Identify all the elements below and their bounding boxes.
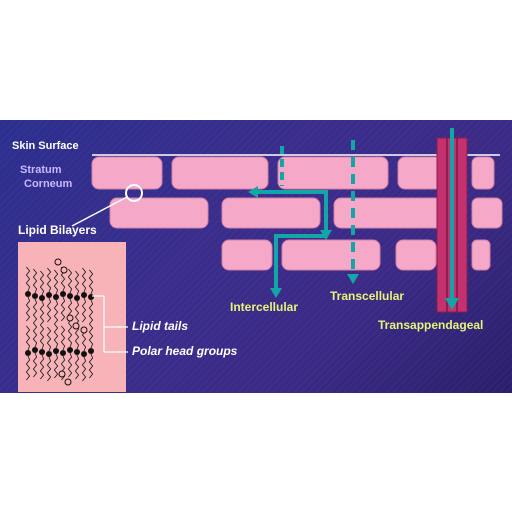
lipid-tail <box>25 355 31 381</box>
lipid-tail <box>53 299 59 325</box>
lipid-ring <box>66 314 74 322</box>
corneocyte-cell <box>471 156 495 190</box>
corneocyte-cell <box>171 156 269 190</box>
corneocyte-cell <box>471 239 491 271</box>
intercellular-arrow <box>274 234 326 288</box>
lipid-tail <box>74 270 80 296</box>
corneocyte-cell <box>91 156 163 190</box>
lipid-ring <box>58 370 66 378</box>
lipid-tail <box>53 323 59 349</box>
lipid-tail <box>74 300 80 326</box>
lipid-tail <box>46 326 52 352</box>
transcellular-label: Transcellular <box>330 289 405 303</box>
lipid-tail <box>39 300 45 326</box>
lipid-ring <box>80 326 88 334</box>
lipid-head <box>81 292 87 298</box>
arrow-head-down <box>270 288 282 298</box>
lipid-head <box>25 291 31 297</box>
intercellular-arrow <box>282 190 328 230</box>
lipid-tail <box>81 297 87 323</box>
arrow-head-down <box>445 298 459 310</box>
lipid-head <box>25 350 31 356</box>
lipid-head <box>60 291 66 297</box>
corneum-label: Corneum <box>24 178 73 190</box>
lipid-tail <box>88 269 94 295</box>
lipid-head <box>53 348 59 354</box>
lipid-head <box>81 351 87 357</box>
lipid-bilayers-label: Lipid Bilayers <box>18 223 97 237</box>
skin-surface-label: Skin Surface <box>12 140 79 152</box>
corneocyte-cell <box>277 156 389 190</box>
lipid-head <box>39 295 45 301</box>
lipid-tail <box>67 352 73 378</box>
lipid-tail <box>74 354 80 380</box>
lipid-tail <box>67 322 73 348</box>
lipid-tail <box>32 298 38 324</box>
lipid-head <box>88 294 94 300</box>
lipid-tail <box>39 324 45 350</box>
lipid-ring <box>64 378 72 386</box>
lipid-tail <box>32 268 38 294</box>
lipid-zoom-circle <box>125 184 143 202</box>
lipid-tail <box>32 322 38 348</box>
lipid-tail <box>53 269 59 295</box>
lipid-head <box>74 349 80 355</box>
lipid-tail <box>46 267 52 293</box>
corneocyte-cell <box>109 197 209 229</box>
lipid-ring <box>72 322 80 330</box>
lipid-tail <box>67 268 73 294</box>
lipid-head <box>32 347 38 353</box>
lipid-tail <box>25 325 31 351</box>
transappendageal-label: Transappendageal <box>378 318 484 332</box>
arrow-head-down <box>347 274 359 284</box>
lipid-head <box>39 349 45 355</box>
lipid-tail <box>39 354 45 380</box>
lipid-head <box>46 351 52 357</box>
lipid-head <box>60 350 66 356</box>
lipid-tail <box>81 356 87 382</box>
lipid-tail <box>88 299 94 325</box>
lipid-head <box>67 293 73 299</box>
lipid-ring <box>60 266 68 274</box>
lipid-head <box>46 292 52 298</box>
lipid-tail <box>74 324 80 350</box>
intercellular-label: Intercellular <box>230 300 299 314</box>
lipid-tail <box>60 296 66 322</box>
lipid-tail <box>60 325 66 351</box>
corneocyte-cell <box>281 239 381 271</box>
corneocyte-cell <box>333 197 445 229</box>
lipid-tail <box>25 266 31 292</box>
lipid-tail <box>46 356 52 382</box>
lipid-ring <box>54 258 62 266</box>
lipid-head <box>67 347 73 353</box>
lipid-tail <box>88 323 94 349</box>
lipid-tail <box>81 267 87 293</box>
lipid-tail <box>88 353 94 379</box>
corneocyte-cell <box>221 197 321 229</box>
lipid-head <box>53 294 59 300</box>
corneocyte-cell <box>395 239 437 271</box>
lipid-tail <box>53 353 59 379</box>
lipid-head <box>74 295 80 301</box>
lipid-molecules <box>25 258 94 386</box>
arrow-head-left <box>248 186 258 198</box>
lipid-tails-label: Lipid tails <box>132 319 189 333</box>
lipid-tail <box>32 352 38 378</box>
lipid-tail <box>39 270 45 296</box>
stratum-label: Stratum <box>20 164 62 176</box>
lipid-tail <box>25 296 31 322</box>
lipid-head <box>32 293 38 299</box>
polar-head-groups-label: Polar head groups <box>132 344 238 358</box>
zoom-connector <box>71 196 128 227</box>
corneocyte-cell <box>471 197 503 229</box>
lipid-tail <box>46 297 52 323</box>
corneocyte-cell <box>221 239 273 271</box>
lipid-head <box>88 348 94 354</box>
